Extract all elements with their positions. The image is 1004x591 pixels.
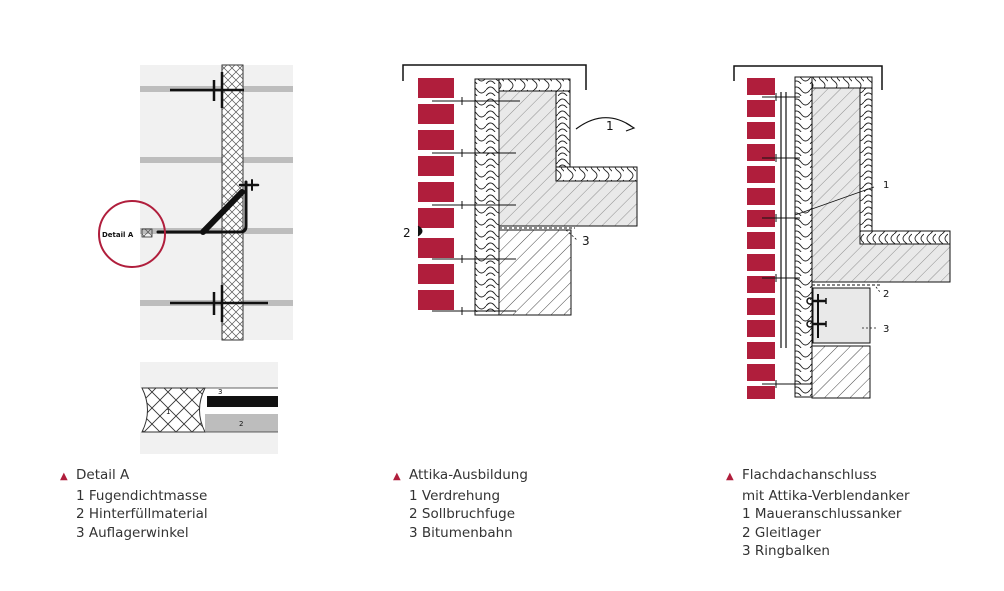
caption-item: 2 Sollbruchfuge bbox=[409, 506, 516, 522]
caption-detail-a: ▲ Detail A 1 Fugendichtmasse 2 Hinterfüll… bbox=[60, 466, 208, 542]
figure-detail-a: Detail A 1 3 2 bbox=[98, 64, 293, 454]
attika-label-3: 3 bbox=[582, 234, 590, 248]
caption-title: Attika-Ausbildung bbox=[409, 467, 528, 483]
caption-item: 1 Verdrehung bbox=[409, 487, 501, 504]
insulation-layer bbox=[474, 78, 500, 316]
support-angle bbox=[156, 179, 260, 235]
detail-a-label-1: 1 bbox=[166, 408, 170, 416]
wall-anchors bbox=[170, 72, 268, 322]
figure-flachdach: 1 2 3 bbox=[733, 65, 951, 399]
parapet-insulation-side bbox=[555, 90, 571, 168]
insulation-layer bbox=[794, 76, 813, 398]
caption-item: 1 Maueranschlussanker bbox=[742, 506, 902, 522]
figure-attika: 1 2 3 bbox=[402, 64, 638, 316]
anchor-brackets bbox=[806, 294, 827, 338]
parapet-insulation-side bbox=[859, 87, 873, 232]
ring-beam bbox=[812, 287, 871, 344]
caption-attika: ▲ Attika-Ausbildung 1 Verdrehung 2 Sollbr… bbox=[393, 466, 528, 542]
brick-column bbox=[418, 78, 454, 310]
flachdach-label-1: 1 bbox=[883, 180, 889, 191]
detail-a-label-2: 2 bbox=[239, 420, 243, 428]
caption-item: 2 Hinterfüllmaterial bbox=[76, 506, 208, 522]
roof-insulation bbox=[555, 166, 638, 182]
caption-item: 3 Bitumenbahn bbox=[409, 524, 513, 541]
caption-item: 2 Gleitlager bbox=[742, 524, 821, 541]
flachdach-label-2: 2 bbox=[883, 289, 889, 300]
detail-a-label-3: 3 bbox=[218, 388, 222, 396]
construction-drawings: Detail A 1 3 2 bbox=[98, 64, 951, 454]
parapet-insulation-top bbox=[498, 78, 571, 92]
brick-column bbox=[747, 78, 775, 399]
detail-a-callout-circle bbox=[98, 200, 166, 268]
attika-label-2: 2 bbox=[403, 226, 411, 240]
detail-a-callout-label: Detail A bbox=[102, 231, 134, 239]
caption-item: 3 Ringbalken bbox=[742, 543, 830, 559]
caption-title: Flachdachanschluss bbox=[742, 467, 877, 483]
caption-subtitle: mit Attika-Verblendanker bbox=[742, 487, 910, 504]
wire-ties bbox=[432, 97, 520, 315]
caption-flachdach: ▲ Flachdachanschluss mit Attika-Verblenda… bbox=[726, 466, 910, 561]
parapet-insulation-top bbox=[811, 76, 873, 89]
roof-insulation bbox=[859, 230, 951, 245]
triangle-icon: ▲ bbox=[726, 471, 734, 482]
attika-label-1: 1 bbox=[606, 119, 614, 133]
triangle-icon: ▲ bbox=[393, 471, 401, 482]
detail-a-section: 1 3 2 bbox=[140, 362, 278, 454]
triangle-icon: ▲ bbox=[60, 471, 68, 482]
wire-ties bbox=[762, 93, 812, 388]
caption-item: 1 Fugendichtmasse bbox=[76, 487, 208, 504]
flachdach-label-3: 3 bbox=[883, 324, 889, 335]
caption-item: 3 Auflagerwinkel bbox=[76, 524, 189, 541]
rotation-arrow bbox=[575, 117, 632, 130]
caption-title: Detail A bbox=[76, 467, 130, 483]
